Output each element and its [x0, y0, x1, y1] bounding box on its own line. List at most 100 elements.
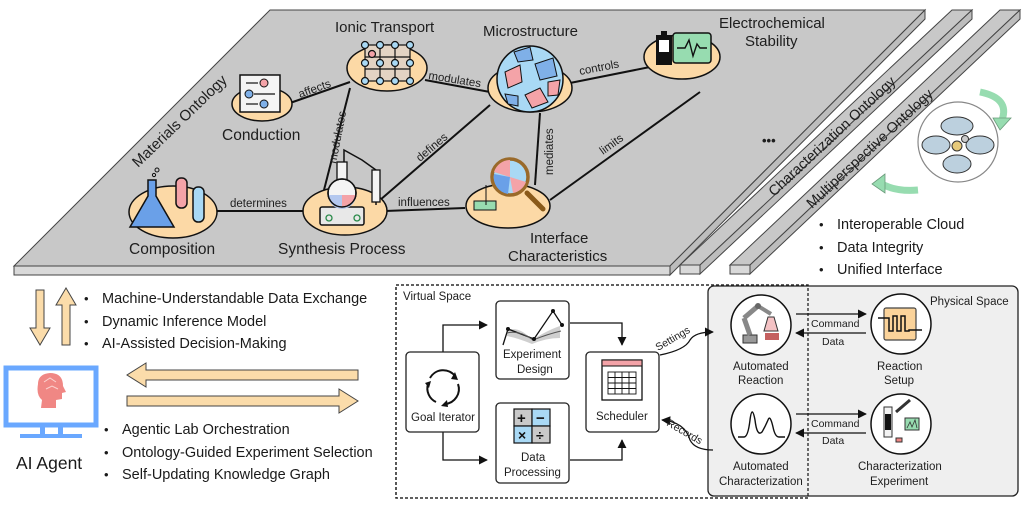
- node-interface-characteristics[interactable]: Interface Characteristics: [465, 157, 607, 265]
- edge-limits: [549, 91, 701, 201]
- list-item: Interoperable Cloud: [817, 214, 964, 237]
- calculator-icon: + − × ÷: [513, 408, 551, 444]
- node-electrochemical-stability[interactable]: Electrochemical Stability: [643, 15, 825, 80]
- characterization-ontology-plane: [678, 8, 974, 276]
- edge-affects: [289, 81, 351, 104]
- node-synthesis-process[interactable]: Synthesis Process: [278, 148, 406, 258]
- edge-mediates: [534, 112, 541, 186]
- automated-characterization-label: Automated: [733, 461, 789, 473]
- automated-reaction-label: Reaction: [738, 375, 783, 387]
- reaction-setup-label: Reaction: [877, 361, 922, 373]
- spectrum-peaks-icon: [738, 411, 785, 438]
- cycle-icon: [425, 369, 460, 407]
- data-processing-label: Data: [521, 452, 546, 464]
- cycle-arrow-icon: [979, 88, 1008, 122]
- data-label: Data: [822, 336, 844, 348]
- grain-sphere-icon: [496, 45, 564, 113]
- scheduler-label: Scheduler: [596, 411, 648, 423]
- goal-iterator-box[interactable]: Goal Iterator: [405, 351, 480, 433]
- robot-arm-icon: [741, 303, 779, 344]
- node-label: Characteristics: [508, 248, 607, 265]
- node-conduction[interactable]: Conduction: [222, 74, 300, 144]
- cloud-features-list: Interoperable Cloud Data Integrity Unifi…: [817, 214, 964, 282]
- instrument-icon: [883, 398, 920, 443]
- edge-modulates-ionic-micro: [424, 79, 491, 93]
- cycle-arrow-head-icon: [992, 117, 1012, 131]
- optimization-curve-icon: [502, 309, 564, 346]
- ai-agent-monitor-icon: [3, 365, 99, 438]
- edge-label-determines: determines: [230, 198, 287, 210]
- command-label: Command: [811, 318, 860, 330]
- edge-label-mediates: mediates: [544, 128, 556, 175]
- list-item: Ontology-Guided Experiment Selection: [102, 442, 373, 465]
- node-label: Ionic Transport: [335, 19, 435, 36]
- list-item: Agentic Lab Orchestration: [102, 419, 373, 442]
- experiment-design-label: Experiment: [503, 349, 562, 361]
- characterization-experiment-label: Experiment: [870, 476, 929, 488]
- charge-flow-icon: [239, 74, 281, 113]
- ontology-edges: [215, 65, 701, 212]
- reactor-coil-icon: [878, 307, 922, 341]
- list-item: Machine-Understandable Data Exchange: [82, 288, 367, 311]
- cycle-arrow-head-icon: [871, 173, 886, 194]
- more-ontologies-ellipsis: •••: [762, 133, 776, 148]
- right-arrow-icon: [126, 388, 359, 414]
- list-item: Unified Interface: [817, 259, 964, 282]
- data-processing-box[interactable]: + − × ÷ Data Processing: [495, 402, 570, 484]
- automated-characterization-node[interactable]: Automated Characterization: [719, 393, 803, 488]
- node-label: Synthesis Process: [278, 241, 406, 258]
- svg-text:+: +: [517, 410, 526, 427]
- reaction-setup-node[interactable]: Reaction Setup: [870, 293, 932, 387]
- command-data-arrows: [795, 309, 867, 438]
- node-label: Conduction: [222, 127, 300, 144]
- exchange-features-list: Machine-Understandable Data Exchange Dyn…: [82, 288, 367, 356]
- agent-features-list: Agentic Lab Orchestration Ontology-Guide…: [102, 419, 373, 487]
- edge-modulates-synth-ionic: [323, 87, 351, 191]
- automated-reaction-label: Automated: [733, 361, 789, 373]
- automated-reaction-node[interactable]: Automated Reaction: [730, 294, 792, 387]
- node-label: Microstructure: [483, 23, 578, 40]
- node-ionic-transport[interactable]: Ionic Transport: [335, 19, 435, 92]
- cloud-network-icon: [917, 101, 999, 183]
- down-arrow-icon: [29, 289, 51, 346]
- physical-space-title: Physical Space: [930, 296, 1009, 308]
- vertical-exchange-arrows: [29, 287, 77, 346]
- up-arrow-icon: [55, 287, 77, 346]
- multiperspective-ontology-plane: [728, 8, 1022, 276]
- edge-influences: [384, 207, 466, 212]
- data-processing-label: Processing: [504, 467, 561, 479]
- edge-controls: [569, 65, 656, 84]
- command-label: Command: [811, 418, 860, 430]
- horizontal-exchange-arrows: [126, 362, 359, 414]
- list-item: Dynamic Inference Model: [82, 311, 367, 334]
- edge-defines: [379, 104, 491, 201]
- characterization-experiment-node[interactable]: Characterization Experiment: [858, 393, 942, 488]
- flask-stirrer-icon: [319, 148, 381, 226]
- node-label: Stability: [745, 33, 798, 50]
- list-item: AI-Assisted Decision-Making: [82, 333, 367, 356]
- characterization-experiment-label: Characterization: [858, 461, 942, 473]
- cycle-arrow-icon: [878, 179, 919, 194]
- virtual-space-title: Virtual Space: [403, 291, 471, 303]
- node-label: Composition: [129, 241, 215, 258]
- edge-label-influences: influences: [398, 197, 450, 209]
- experiment-design-box[interactable]: Experiment Design: [495, 300, 570, 380]
- lab-glassware-icon: [128, 167, 205, 228]
- node-composition[interactable]: Composition: [128, 167, 218, 258]
- node-label: Interface: [530, 230, 588, 247]
- reaction-setup-label: Setup: [884, 375, 914, 387]
- virtual-flow-arrows: [442, 320, 714, 465]
- scheduler-box[interactable]: Scheduler: [585, 351, 660, 433]
- left-arrow-icon: [126, 362, 359, 388]
- svg-text:×: ×: [518, 427, 526, 443]
- svg-text:÷: ÷: [536, 427, 544, 443]
- svg-text:−: −: [536, 410, 545, 427]
- settings-label: Settings: [654, 324, 693, 353]
- goal-iterator-label: Goal Iterator: [411, 412, 475, 424]
- list-item: Self-Updating Knowledge Graph: [102, 464, 373, 487]
- magnifier-interface-icon: [473, 157, 546, 212]
- experiment-design-label: Design: [517, 364, 553, 376]
- node-microstructure[interactable]: Microstructure: [483, 23, 578, 113]
- records-label: Records: [665, 417, 705, 447]
